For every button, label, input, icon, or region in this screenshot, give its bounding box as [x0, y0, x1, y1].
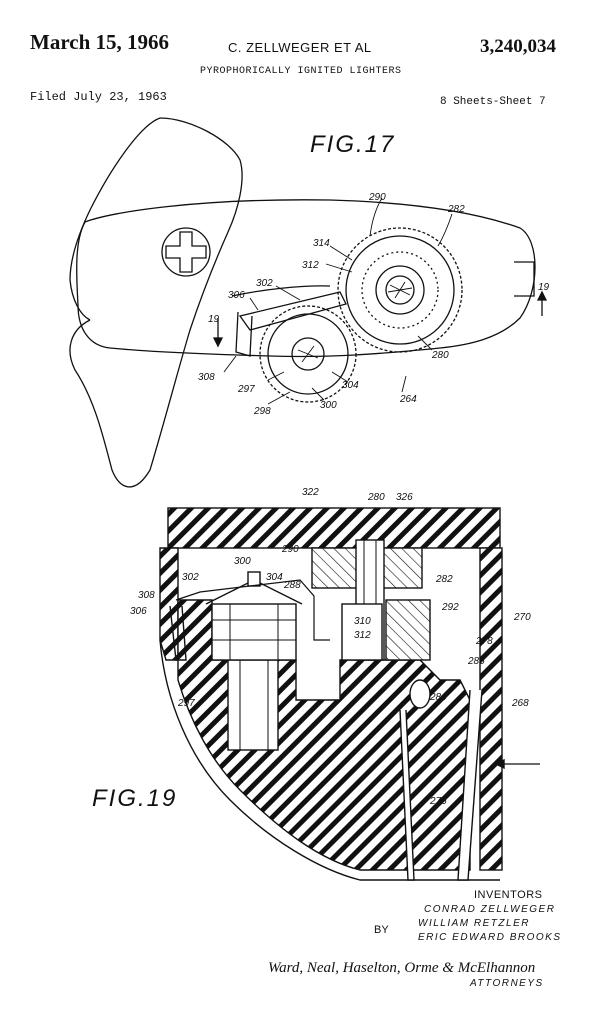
wheel-300 — [212, 604, 296, 660]
ref-286: 286 — [467, 656, 485, 667]
ref-268: 268 — [511, 698, 529, 709]
ref-298: 298 — [253, 406, 271, 417]
screw-cross — [166, 232, 206, 272]
inventors-heading: INVENTORS — [474, 889, 542, 901]
ref-314: 314 — [313, 238, 330, 249]
ref-19-right: 19 — [538, 282, 550, 293]
ref-300: 300 — [320, 400, 337, 411]
ref-284: 284 — [429, 692, 447, 703]
attorneys-label: ATTORNEYS — [470, 978, 544, 989]
ref-312: 312 — [302, 260, 319, 271]
ref-19-left: 19 — [208, 314, 220, 325]
ref-282b: 282 — [435, 574, 453, 585]
ref-308: 308 — [198, 372, 215, 383]
attorney-signature: Ward, Neal, Haselton, Orme & McElhannon — [268, 960, 535, 977]
fig17-label: FIG.17 — [310, 131, 395, 158]
ref-292: 292 — [441, 602, 459, 613]
ref-278: 278 — [475, 636, 493, 647]
ref-290b: 290 — [281, 544, 299, 555]
ref-310: 310 — [354, 616, 371, 627]
housing-left — [160, 548, 178, 660]
ref-308b: 308 — [138, 590, 155, 601]
block-292 — [386, 600, 430, 660]
housing-270 — [480, 548, 502, 870]
ref-280b: 280 — [367, 492, 385, 503]
ref-264: 264 — [399, 394, 417, 405]
ref-312b: 312 — [354, 630, 371, 641]
ref-326: 326 — [396, 492, 413, 503]
inventor-3: ERIC EDWARD BROOKS — [418, 932, 562, 943]
ref-280: 280 — [431, 350, 449, 361]
cap-322 — [168, 508, 500, 548]
hand-left-edge — [70, 118, 160, 320]
flint-tube — [228, 660, 278, 750]
ref-290: 290 — [368, 192, 386, 203]
ref-302b: 302 — [182, 572, 199, 583]
ref-302: 302 — [256, 278, 273, 289]
ref-306: 306 — [228, 290, 245, 301]
ref-322: 322 — [302, 487, 319, 498]
hand-outline — [70, 118, 242, 487]
ref-282: 282 — [447, 204, 465, 215]
ref-297: 297 — [237, 384, 255, 395]
lever — [240, 292, 346, 330]
inventor-1: CONRAD ZELLWEGER — [424, 904, 555, 915]
ref-304b: 304 — [266, 572, 283, 583]
ref-300b: 300 — [234, 556, 251, 567]
fig19-drawing — [160, 508, 540, 880]
by-label: BY — [374, 924, 389, 936]
fig19-label: FIG.19 — [92, 785, 177, 812]
ref-304: 304 — [342, 380, 359, 391]
lighter-body — [77, 200, 535, 357]
ref-306b: 306 — [130, 606, 147, 617]
ref-288: 288 — [283, 580, 301, 591]
screw-head — [162, 228, 210, 276]
ref-276: 276 — [429, 796, 447, 807]
ref-297b: 297 — [177, 698, 195, 709]
inventor-2: WILLIAM RETZLER — [418, 918, 530, 929]
fig17-drawing — [70, 118, 546, 487]
ref-270: 270 — [513, 612, 531, 623]
valve-284 — [410, 680, 430, 708]
lighter-inner — [232, 286, 330, 296]
